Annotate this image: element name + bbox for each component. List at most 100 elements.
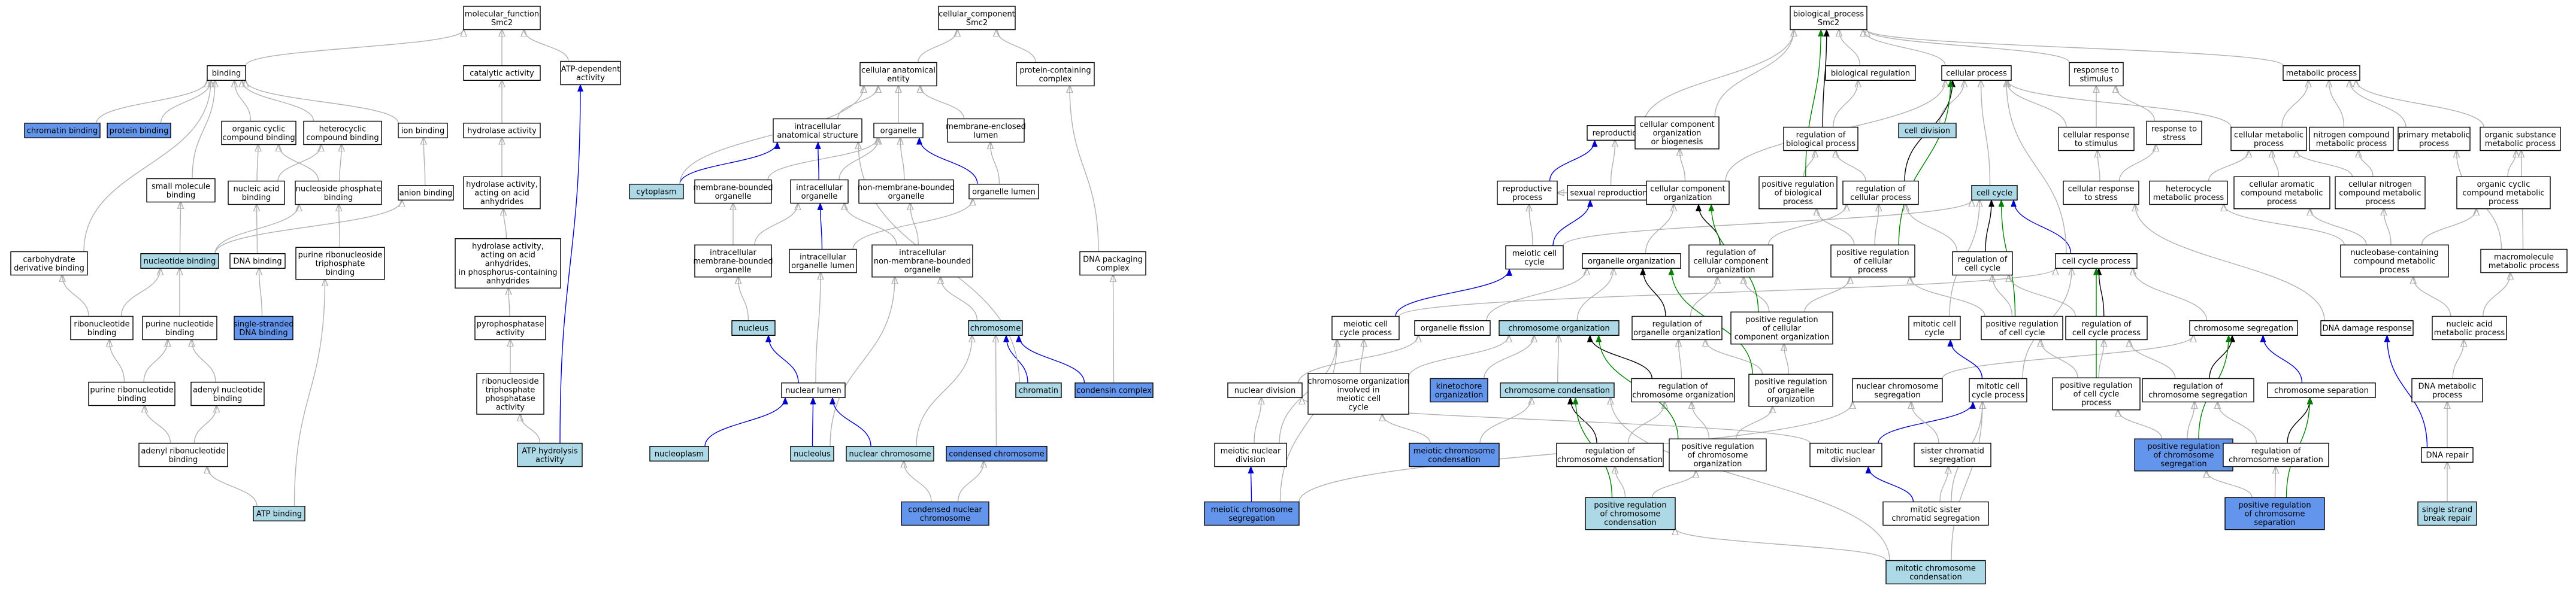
term-node-chromosome-org[interactable]: chromosome organization bbox=[1499, 320, 1620, 336]
term-node-chromosome-separation[interactable]: chromosome separation bbox=[2267, 382, 2376, 398]
term-node-ntpase[interactable]: ribonucleosidetriphosphatephosphataseact… bbox=[476, 373, 544, 415]
term-node-chromosome-seg[interactable]: chromosome segregation bbox=[2189, 320, 2298, 336]
term-node-nucleus[interactable]: nucleus bbox=[731, 320, 776, 336]
term-node-condensin[interactable]: condensin complex bbox=[1074, 382, 1154, 398]
term-node-chromosome[interactable]: chromosome bbox=[968, 320, 1023, 336]
term-node-cellular-process[interactable]: cellular process bbox=[1941, 65, 2012, 81]
term-node-nuclear-division[interactable]: nuclear division bbox=[1227, 382, 1303, 398]
term-node-protein-binding[interactable]: protein binding bbox=[107, 123, 171, 138]
term-node-organelle-org[interactable]: organelle organization bbox=[1582, 253, 1681, 269]
term-node-nucleoplasm[interactable]: nucleoplasm bbox=[649, 446, 709, 462]
term-node-dna-damage-resp[interactable]: DNA damage response bbox=[2320, 320, 2414, 336]
term-node-organelle-fission[interactable]: organelle fission bbox=[1414, 320, 1491, 336]
term-node-dna-binding[interactable]: DNA binding bbox=[229, 253, 286, 269]
term-node-cell-division[interactable]: cell division bbox=[1898, 123, 1957, 138]
term-node-ic-nmb-organelle[interactable]: intracellularnon-membrane-boundedorganel… bbox=[871, 244, 973, 278]
term-node-organelle[interactable]: organelle bbox=[873, 123, 924, 138]
term-node-nuclear-chromosome[interactable]: nuclear chromosome bbox=[846, 446, 934, 462]
term-node-nucleotide-binding[interactable]: nucleotide binding bbox=[140, 253, 219, 269]
term-node-chromatin-binding[interactable]: chromatin binding bbox=[24, 123, 101, 138]
term-node-anion-binding[interactable]: anion binding bbox=[398, 185, 454, 201]
term-node-nuclear-lumen[interactable]: nuclear lumen bbox=[781, 382, 846, 398]
term-node-cell-cycle[interactable]: cell cycle bbox=[1971, 185, 2018, 201]
term-node-atp-binding[interactable]: ATP binding bbox=[253, 506, 305, 521]
term-node-metabolic[interactable]: metabolic process bbox=[2283, 65, 2360, 81]
term-node-condensed-chromosome[interactable]: condensed chromosome bbox=[946, 446, 1048, 462]
term-node-dna-repair[interactable]: DNA repair bbox=[2421, 447, 2474, 463]
term-node-bio-reg[interactable]: biological regulation bbox=[1825, 65, 1916, 81]
term-node-catalytic[interactable]: catalytic activity bbox=[463, 65, 541, 81]
term-node-binding[interactable]: binding bbox=[207, 65, 246, 81]
term-node-cell-cycle-process[interactable]: cell cycle process bbox=[2055, 253, 2138, 269]
